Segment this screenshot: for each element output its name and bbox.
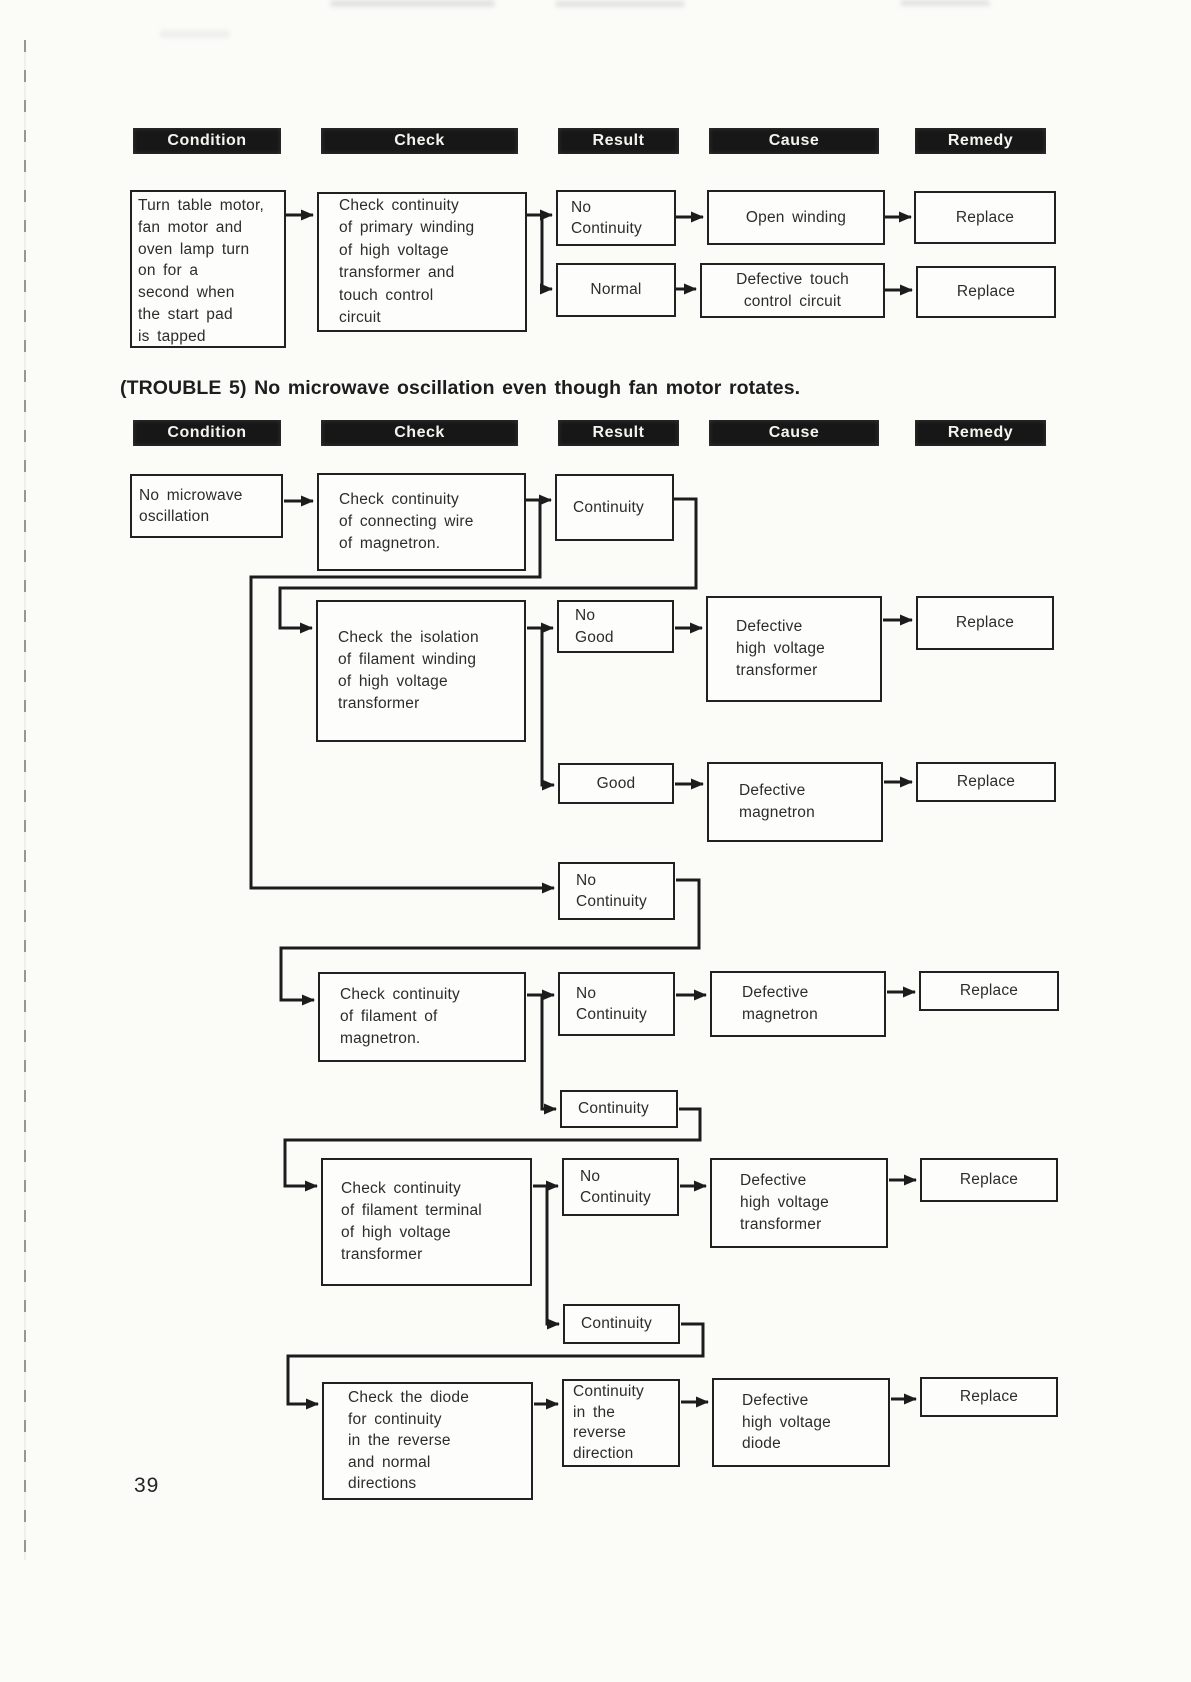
check-box: Check continuity of primary winding of h…	[317, 192, 527, 332]
column-header-cause: Cause	[709, 128, 879, 154]
result-box: No Continuity	[556, 190, 676, 246]
cause-box: Defective touch control circuit	[700, 263, 885, 318]
column-header-condition: Condition	[133, 128, 281, 154]
scan-smudge	[900, 0, 990, 6]
cause-box: Defective high voltage transformer	[706, 596, 882, 702]
remedy-box: Replace	[920, 1377, 1058, 1417]
scan-smudge	[555, 1, 685, 7]
trouble-5-title: (TROUBLE 5) No microwave oscillation eve…	[120, 377, 801, 399]
check-box: Check continuity of filament of magnetro…	[318, 972, 526, 1062]
cause-box: Defective high voltage transformer	[710, 1158, 888, 1248]
check-box: Check the isolation of filament winding …	[316, 600, 526, 742]
remedy-box: Replace	[916, 596, 1054, 650]
cause-box: Defective high voltage diode	[712, 1378, 890, 1467]
result-box: Continuity	[560, 1090, 678, 1128]
condition-box: Turn table motor, fan motor and oven lam…	[130, 190, 286, 348]
scan-binding-line	[24, 40, 26, 1560]
result-box: No Good	[557, 600, 674, 653]
connector	[249, 500, 555, 894]
scan-smudge	[160, 30, 230, 38]
cause-box: Defective magnetron	[707, 762, 883, 842]
page-number: 39	[134, 1474, 160, 1497]
check-box: Check continuity of connecting wire of m…	[317, 473, 526, 571]
condition-box: No microwave oscillation	[130, 474, 283, 538]
remedy-box: Replace	[916, 762, 1056, 802]
scan-smudge	[330, 0, 495, 7]
column-header-remedy: Remedy	[915, 128, 1046, 154]
column-header-result: Result	[558, 128, 679, 154]
column-header-result: Result	[558, 420, 679, 446]
connector	[286, 1322, 705, 1410]
column-header-cause: Cause	[709, 420, 879, 446]
cause-box: Defective magnetron	[710, 971, 886, 1037]
result-box: Continuity	[555, 474, 674, 541]
connector	[278, 497, 698, 634]
column-header-check: Check	[321, 128, 518, 154]
result-box: Continuity in the reverse direction	[562, 1379, 680, 1467]
connector	[540, 628, 555, 791]
check-box: Check the diode for continuity in the re…	[322, 1382, 533, 1500]
result-box: No Continuity	[558, 972, 675, 1036]
remedy-box: Replace	[920, 1158, 1058, 1202]
result-box: No Continuity	[562, 1158, 679, 1216]
connector	[540, 995, 557, 1115]
cause-box: Open winding	[707, 190, 885, 245]
check-box: Check continuity of filament terminal of…	[321, 1158, 532, 1286]
connector	[279, 878, 701, 1006]
result-box: Good	[558, 763, 674, 804]
column-header-remedy: Remedy	[915, 420, 1046, 446]
result-box: Continuity	[563, 1304, 680, 1344]
remedy-box: Replace	[916, 266, 1056, 318]
remedy-box: Replace	[914, 191, 1056, 244]
column-header-condition: Condition	[133, 420, 281, 446]
connector	[283, 1107, 702, 1192]
connector	[545, 1186, 560, 1330]
remedy-box: Replace	[919, 971, 1059, 1011]
result-box: Normal	[556, 263, 676, 317]
result-box: No Continuity	[558, 862, 675, 920]
connector	[540, 215, 553, 295]
column-header-check: Check	[321, 420, 518, 446]
